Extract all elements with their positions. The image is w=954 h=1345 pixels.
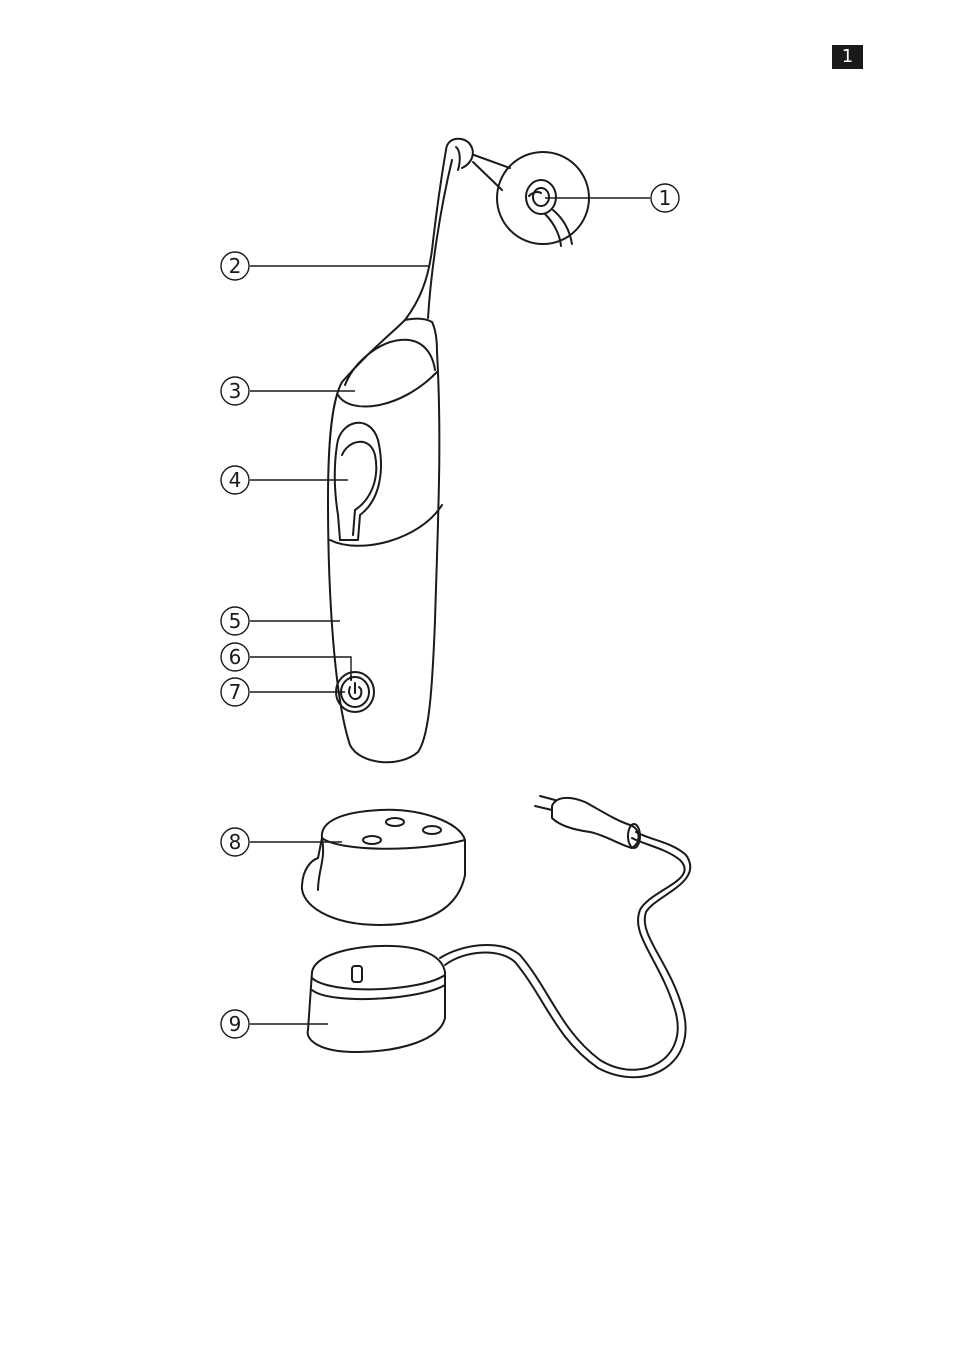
callout-7-label: 7 (229, 680, 242, 704)
callout-leaders (250, 198, 650, 1024)
callout-3-label: 3 (229, 379, 242, 403)
callout-6-label: 6 (229, 645, 242, 669)
callout-2: 2 (221, 252, 249, 280)
callout-9: 9 (221, 1010, 249, 1038)
callout-7: 7 (221, 678, 249, 706)
callout-4-label: 4 (229, 468, 242, 492)
callout-8: 8 (221, 828, 249, 856)
callout-2-label: 2 (229, 254, 242, 278)
nozzle-holder-illustration (302, 810, 465, 925)
callout-8-label: 8 (229, 830, 242, 854)
callout-5: 5 (221, 607, 249, 635)
callout-6: 6 (221, 643, 249, 671)
callout-3: 3 (221, 377, 249, 405)
handle-illustration (328, 139, 473, 763)
callout-9-label: 9 (229, 1012, 242, 1036)
callout-5-label: 5 (229, 609, 242, 633)
nozzle-zoom-detail (473, 152, 589, 246)
callout-1: 1 (651, 184, 679, 212)
callout-4: 4 (221, 466, 249, 494)
callout-1-label: 1 (659, 186, 672, 210)
